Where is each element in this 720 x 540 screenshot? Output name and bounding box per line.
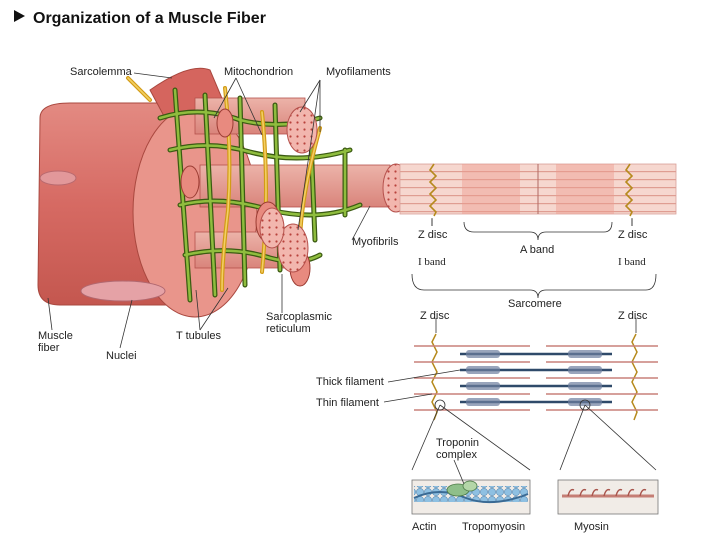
label-tropomyosin: Tropomyosin [462, 521, 526, 533]
filament-lattice [411, 333, 658, 471]
actin-detail [411, 479, 531, 515]
myofibril-end [259, 207, 285, 249]
play-triangle-icon [14, 10, 25, 22]
label-t-tubules: T tubules [176, 330, 222, 342]
label-thick-filament: Thick filament [316, 376, 384, 388]
label-myofibrils: Myofibrils [352, 236, 399, 248]
label-i-band-right: I band [618, 256, 646, 268]
myosin-heads [466, 350, 602, 406]
label-z-disc-mid-left: Z disc [420, 310, 450, 322]
muscle-fiber-illustration [37, 67, 410, 318]
label-sarcoplasmic-reticulum-1: Sarcoplasmic [266, 311, 333, 323]
thin-filaments [414, 345, 658, 411]
label-troponin-1: Troponin [436, 437, 480, 449]
label-sarcolemma: Sarcolemma [70, 66, 132, 78]
nucleus [39, 170, 77, 186]
zoom-lines [411, 399, 657, 471]
label-myofilaments: Myofilaments [326, 66, 391, 78]
label-a-band: A band [520, 244, 555, 256]
myofibril-end [286, 106, 318, 154]
label-thin-filament: Thin filament [316, 397, 379, 409]
label-i-band-left: I band [418, 256, 446, 268]
myofibril-end [277, 223, 309, 273]
mitochondrion [180, 165, 200, 199]
label-actin: Actin [412, 521, 437, 533]
title-text: Organization of a Muscle Fiber [33, 10, 266, 27]
label-muscle-fiber-1: Muscle [38, 330, 73, 342]
leader-lines [47, 72, 637, 485]
label-sarcomere: Sarcomere [508, 298, 562, 310]
label-sarcoplasmic-reticulum-2: reticulum [266, 323, 311, 335]
label-z-disc-top-left: Z disc [418, 229, 448, 241]
page-title: Organization of a Muscle Fiber [14, 10, 266, 28]
myofibril-band-strip [399, 163, 677, 299]
label-z-disc-top-right: Z disc [618, 229, 648, 241]
label-mitochondrion: Mitochondrion [224, 66, 294, 78]
label-z-disc-mid-right: Z disc [618, 310, 648, 322]
nucleus [80, 280, 166, 302]
label-nuclei: Nuclei [106, 350, 137, 362]
label-muscle-fiber-2: fiber [38, 342, 60, 354]
label-myosin: Myosin [574, 521, 609, 533]
myosin-detail [557, 479, 659, 515]
label-troponin-2: complex [436, 449, 477, 461]
mitochondrion [216, 108, 234, 138]
